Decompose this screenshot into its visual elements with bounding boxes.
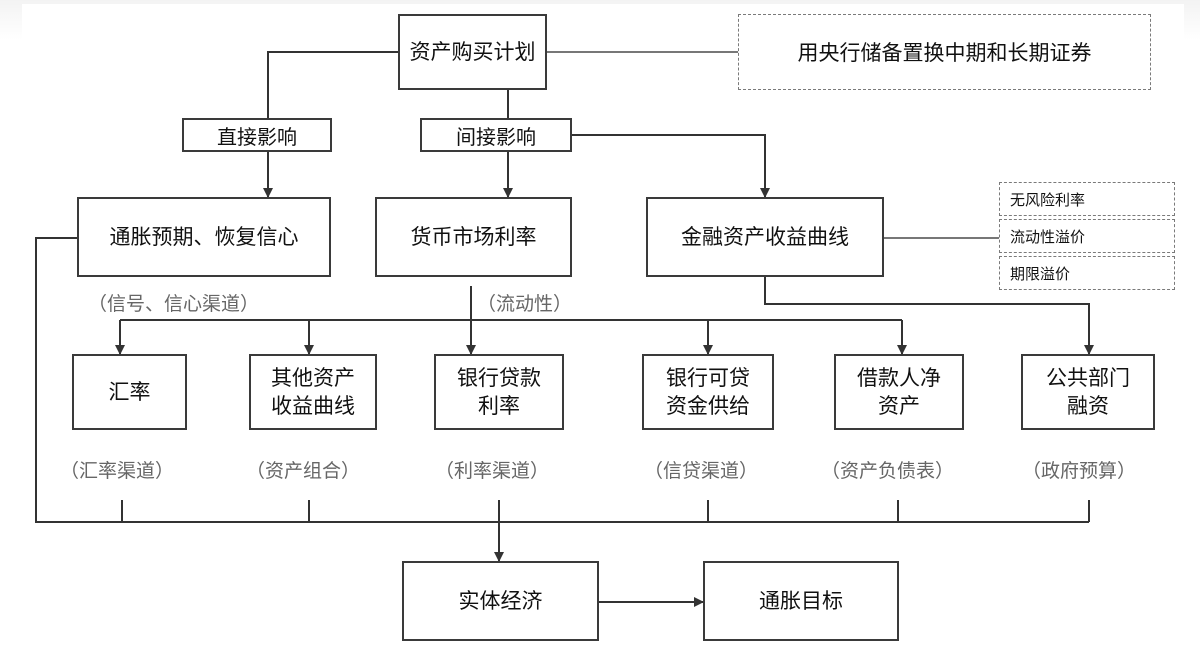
diagram-canvas: 资产购买计划 用央行储备置换中期和长期证券 直接影响 间接影响 通胀预期、恢复信… [22, 4, 1184, 641]
reserve-swap-note-box: 用央行储备置换中期和长期证券 [738, 14, 1151, 90]
bank-loan-supply-box: 银行可贷 资金供给 [642, 354, 774, 430]
exchange-rate-box: 汇率 [72, 354, 187, 430]
public-sector-finance-box: 公共部门 融资 [1021, 354, 1155, 430]
bank-lending-rate-box: 银行贷款 利率 [434, 354, 564, 430]
rate-channel-note: （利率渠道） [433, 456, 552, 483]
balance-sheet-channel-note: （资产负债表） [819, 456, 957, 483]
real-economy-box: 实体经济 [402, 561, 599, 641]
signal-channel-note: （信号、信心渠道） [86, 289, 262, 316]
portfolio-channel-note: （资产组合） [244, 456, 363, 483]
inflation-target-box: 通胀目标 [703, 561, 899, 641]
asset-purchase-plan-box: 资产购买计划 [398, 14, 547, 90]
indirect-impact-tag: 间接影响 [420, 118, 572, 152]
credit-channel-note: （信贷渠道） [642, 456, 761, 483]
budget-channel-note: （政府预算） [1020, 456, 1139, 483]
borrower-net-worth-box: 借款人净 资产 [834, 354, 964, 430]
liquidity-premium-factor: 流动性溢价 [999, 219, 1175, 253]
direct-impact-tag: 直接影响 [182, 118, 332, 152]
term-premium-factor: 期限溢价 [999, 256, 1175, 290]
fx-channel-note: （汇率渠道） [58, 456, 177, 483]
yield-curve-box: 金融资产收益曲线 [646, 197, 884, 277]
liquidity-note: （流动性） [475, 289, 575, 316]
inflation-expectation-box: 通胀预期、恢复信心 [77, 197, 331, 277]
money-market-rate-box: 货币市场利率 [375, 197, 572, 277]
connector-lines [35, 51, 1094, 607]
risk-free-rate-factor: 无风险利率 [999, 182, 1175, 216]
other-asset-yield-box: 其他资产 收益曲线 [249, 354, 377, 430]
